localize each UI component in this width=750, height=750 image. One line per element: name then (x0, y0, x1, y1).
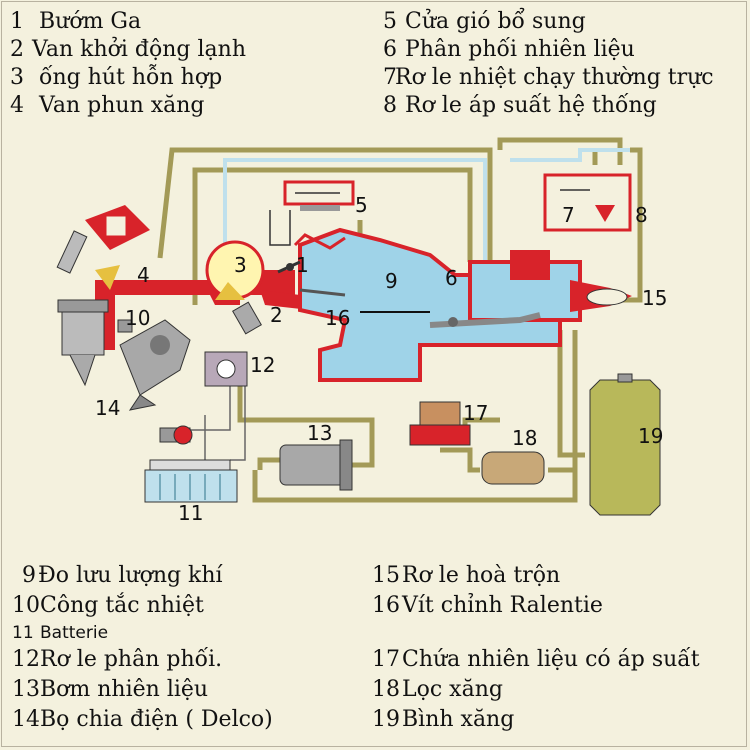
battery (144, 459, 238, 503)
callout-13: 13 (307, 421, 332, 445)
callout-5: 5 (355, 193, 368, 217)
callout-7: 7 (562, 203, 575, 227)
callout-18: 18 (512, 426, 537, 450)
signal-lines (223, 148, 630, 262)
spark-plug (159, 425, 193, 445)
callout-10: 10 (125, 306, 150, 330)
diagram-labels: 1 2 3 4 5 6 7 8 9 10 11 12 13 14 15 16 1… (95, 193, 667, 525)
callout-9: 9 (385, 269, 398, 293)
callout-15: 15 (642, 286, 667, 310)
legend-bottom-right: 15Rơ le hoà trộn 16Vít chỉnh Ralentie 17… (372, 561, 700, 735)
spray-cone (215, 282, 245, 300)
legend-item: 3 ống hút hỗn hợp (10, 65, 223, 90)
air-flow-meter-body (298, 227, 562, 382)
legend-item: 4 Van phun xăng (10, 93, 205, 118)
callout-11: 11 (178, 501, 203, 525)
callout-16: 16 (325, 306, 350, 330)
callout-2: 2 (270, 303, 283, 327)
legend-item: 17Chứa nhiên liệu có áp suất (372, 647, 700, 672)
cold-start-valve (232, 301, 262, 335)
pressure-accumulator (409, 401, 471, 446)
legend-item: 16Vít chỉnh Ralentie (372, 593, 603, 618)
callout-6: 6 (445, 266, 458, 290)
legend-item: 14Bọ chia điện ( Delco) (12, 707, 273, 732)
distributor-head (510, 250, 550, 280)
callout-3: 3 (234, 253, 247, 277)
legend-item: 15Rơ le hoà trộn (372, 563, 561, 588)
idle-screw (299, 288, 346, 297)
legend-item: 9Đo lưu lượng khí (22, 563, 223, 588)
callout-1: 1 (296, 253, 309, 277)
callout-17: 17 (463, 401, 488, 425)
legend-item: 10Công tắc nhiệt (12, 593, 204, 618)
legend-item: 19Bình xăng (372, 707, 515, 732)
idle-bypass (293, 233, 346, 250)
fuel-filter (481, 451, 545, 485)
callout-4: 4 (137, 263, 150, 287)
auxiliary-air-valve (283, 180, 355, 211)
legend-item: 1 Bướm Ga (10, 9, 142, 34)
injector-valve (56, 205, 150, 290)
thin-wires (190, 380, 246, 470)
fuel-tank (589, 373, 661, 516)
distribution-relay (204, 351, 248, 387)
bypass-tube (269, 210, 291, 246)
legend-item: 7Rơ le nhiệt chạy thường trực (383, 65, 714, 90)
legend-item: 13Bơm nhiên liệu (12, 677, 209, 702)
pivot (448, 317, 458, 327)
legend-item: 18Lọc xăng (372, 677, 503, 702)
legend-spacer (372, 621, 700, 645)
callout-19: 19 (638, 424, 663, 448)
engine-piston (57, 299, 109, 387)
warm-up-regulator (543, 173, 632, 232)
thermal-switch (117, 319, 133, 333)
distributor-delco (119, 319, 191, 411)
lever-arm (429, 312, 541, 328)
callout-8: 8 (635, 203, 648, 227)
callout-14: 14 (95, 396, 120, 420)
fuel-pump (279, 439, 353, 491)
legend-item: 12Rơ le phân phối. (12, 647, 223, 672)
callout-12: 12 (250, 353, 275, 377)
